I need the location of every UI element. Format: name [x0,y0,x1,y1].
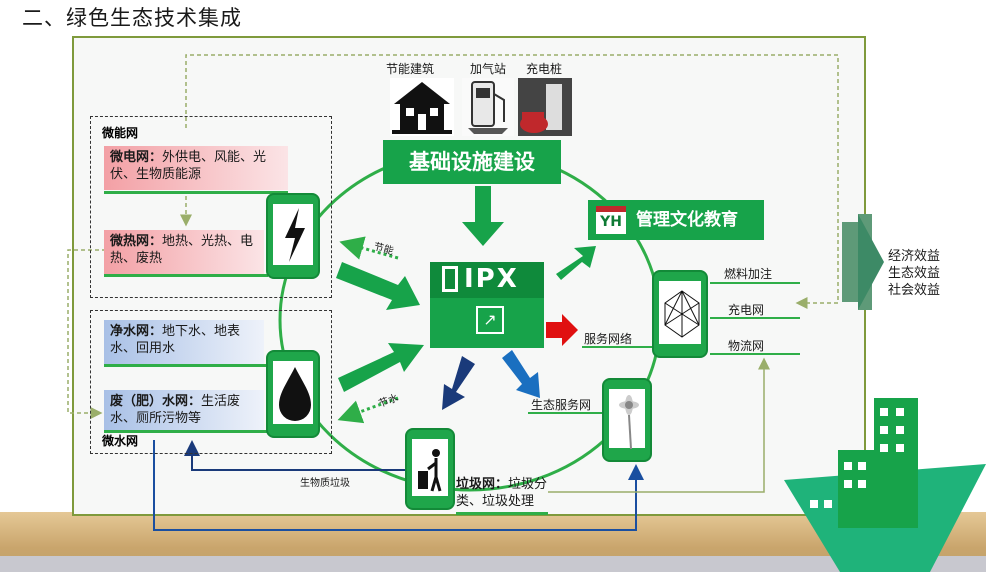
management-banner: YH 管理文化教育 [588,200,764,240]
arrow-to-garbage [442,356,475,410]
eco-service-label: 生态服务网 [531,398,592,412]
arrow-service-out [546,314,578,346]
arrow-water-in [338,343,424,392]
flower-icon [619,395,639,450]
waste-water-box: 废（肥）水网：生活废水、厕所污物等 [104,390,264,430]
arrow-infra-down [462,186,504,246]
flower-phone [602,378,652,462]
charging-pile-icon [518,78,572,136]
network-phone [652,270,708,358]
bottom-stripe [0,556,986,572]
benefit-social: 社会效益 [888,283,941,298]
micro-energy-label: 微能网 [102,126,139,140]
arrow-mgmt-in [556,246,596,280]
micro-heat-box: 微热网：地热、光热、电热、废热 [104,230,264,274]
building-icon [390,78,454,136]
label-charging-pile: 充电桩 [526,62,563,76]
micro-grid-box: 微电网：外供电、风能、光伏、生物质能源 [104,146,288,190]
trash-person-icon [418,449,442,492]
water-drop-icon [279,367,311,421]
network-icon [664,290,700,338]
service-item-charging: 充电网 [728,303,765,317]
benefit-ecological: 生态效益 [888,266,941,281]
micro-water-label: 微水网 [102,434,139,448]
trash-phone [405,428,455,510]
center-ipx-text: IPX [464,264,519,294]
slide-title: 二、绿色生态技术集成 [22,6,242,30]
micro-energy-box [90,116,332,298]
arrow-energy-in [336,262,420,310]
service-item-fuel: 燃料加注 [724,267,773,281]
blue-flow-line [153,440,644,531]
fuel-icon [442,266,458,292]
dashed-feedback-line [185,54,839,309]
service-item-logistics: 物流网 [728,339,765,353]
yh-logo-icon: YH [594,204,628,236]
green-city-logo-icon [784,398,986,572]
center-ipx-panel: IPX ↗ [430,262,544,348]
infrastructure-label: 基础设施建设 [383,140,561,184]
lightning-icon [285,208,305,262]
arrow-to-eco [502,350,540,398]
gas-pump-icon [462,78,514,136]
label-gas-station: 加气站 [470,62,507,76]
garbage-network-box: 垃圾网：垃圾分类、垃圾处理 [456,477,548,509]
biowaste-line [184,440,405,471]
label-energy-building: 节能建筑 [386,62,435,76]
benefit-economic: 经济效益 [888,249,941,264]
micro-water-box [90,310,332,454]
service-network-label: 服务网络 [584,332,633,346]
water-drop-phone [266,350,320,438]
label-bio-waste: 生物质垃圾 [300,478,350,489]
lightning-phone [266,193,320,279]
clean-water-box: 净水网：地下水、地表水、回用水 [104,320,264,364]
benefits-list: 经济效益 生态效益 社会效益 [888,248,940,299]
arrow-up-right-icon: ↗ [476,306,504,334]
management-label: 管理文化教育 [636,210,738,230]
